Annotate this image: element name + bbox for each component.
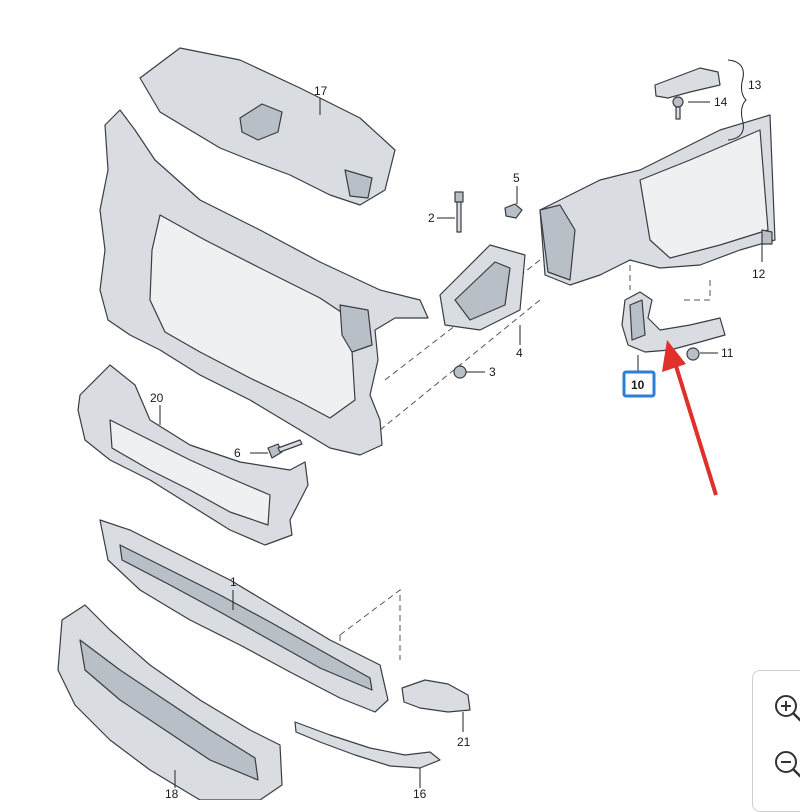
callout-11: 11 xyxy=(721,346,734,360)
callout-2: 2 xyxy=(428,211,435,225)
callout-20: 20 xyxy=(150,391,164,405)
zoom-in-button[interactable] xyxy=(771,691,800,727)
fastener-12-bolt[interactable] xyxy=(761,229,773,245)
zoom-out-icon xyxy=(775,751,800,778)
callout-16: 17 xyxy=(314,84,328,98)
part-21-bracket[interactable] xyxy=(401,679,471,713)
callout-3: 3 xyxy=(489,365,496,379)
fastener-14-bolt[interactable] xyxy=(672,96,684,120)
callout-10: 10 xyxy=(631,378,645,392)
callout-21: 21 xyxy=(457,735,471,749)
radiator-support-frame[interactable] xyxy=(99,109,429,456)
zoom-out-button[interactable] xyxy=(771,747,800,783)
callout-4: 4 xyxy=(516,346,523,360)
red-arrow-annotation xyxy=(662,340,718,496)
zoom-controls xyxy=(752,670,800,812)
fastener-2-bolt[interactable] xyxy=(454,191,464,233)
part-13-bracket[interactable] xyxy=(654,67,721,99)
part-17-strip[interactable] xyxy=(294,721,441,769)
zoom-in-icon xyxy=(775,695,800,722)
callout-17: 16 xyxy=(413,787,427,800)
part-1-bumper-beam[interactable] xyxy=(99,519,389,713)
fender-structure[interactable] xyxy=(539,114,776,286)
part-18-absorber[interactable] xyxy=(57,604,283,800)
part-10-bracket[interactable] xyxy=(621,291,726,353)
fastener-3-nut[interactable] xyxy=(453,365,467,379)
part-20-lock-carrier[interactable] xyxy=(77,364,309,546)
callout-13: 13 xyxy=(748,78,762,92)
fastener-5-bolt[interactable] xyxy=(504,186,523,219)
callout-1: 1 xyxy=(230,575,237,589)
callout-12: 12 xyxy=(752,267,766,281)
fastener-6-bolt[interactable] xyxy=(267,439,303,459)
fastener-11-nut[interactable] xyxy=(686,347,700,361)
callout-18: 18 xyxy=(165,787,179,800)
callout-14: 14 xyxy=(714,95,728,109)
callout-5: 5 xyxy=(513,171,520,185)
highlight-box-10 xyxy=(622,370,656,398)
callout-6: 6 xyxy=(234,446,241,460)
part-4-bracket[interactable] xyxy=(439,244,526,331)
part-16-cover[interactable] xyxy=(139,47,396,206)
